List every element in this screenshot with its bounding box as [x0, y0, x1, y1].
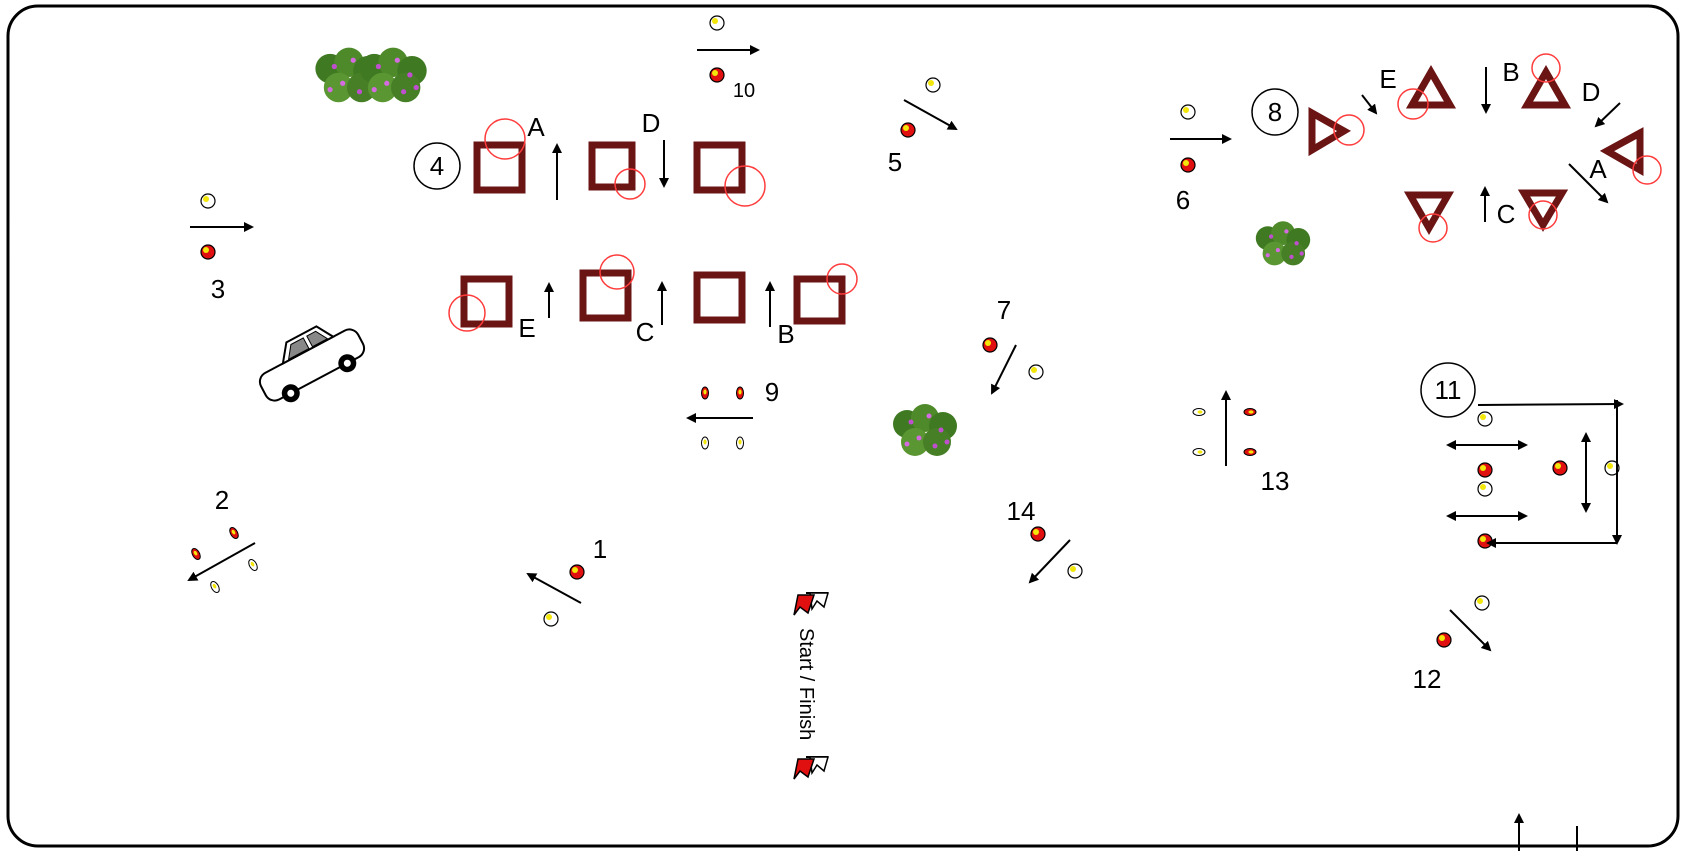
box-label-e: E	[518, 313, 535, 343]
station-8-label: 8	[1268, 97, 1282, 127]
station-11-label: 11	[1435, 375, 1462, 405]
station-1-label: 1	[593, 534, 607, 564]
station-3-label: 3	[211, 274, 225, 304]
course-border	[8, 6, 1678, 846]
station-4-label: 4	[430, 151, 444, 181]
station-7-label: 7	[997, 295, 1011, 325]
box-label-a: A	[527, 112, 545, 142]
triangle-label-c: C	[1497, 199, 1516, 229]
box-label-d: D	[642, 108, 661, 138]
box-label-c: C	[636, 317, 655, 347]
station-10-label: 10	[733, 80, 755, 102]
station-12-label: 12	[1413, 664, 1442, 694]
station-6-label: 6	[1176, 185, 1190, 215]
triangle-label-a: A	[1589, 154, 1607, 184]
station-5-label: 5	[888, 147, 902, 177]
triangle-label-d: D	[1582, 77, 1601, 107]
station-13-label: 13	[1261, 466, 1290, 496]
station-14-label: 14	[1007, 496, 1036, 526]
start-finish-label: Start / Finish	[795, 628, 817, 740]
triangle-label-e: E	[1379, 64, 1396, 94]
station-2-label: 2	[215, 485, 229, 515]
station-9-label: 9	[765, 377, 779, 407]
box-label-b: B	[777, 319, 794, 349]
triangle-label-b: B	[1502, 57, 1519, 87]
